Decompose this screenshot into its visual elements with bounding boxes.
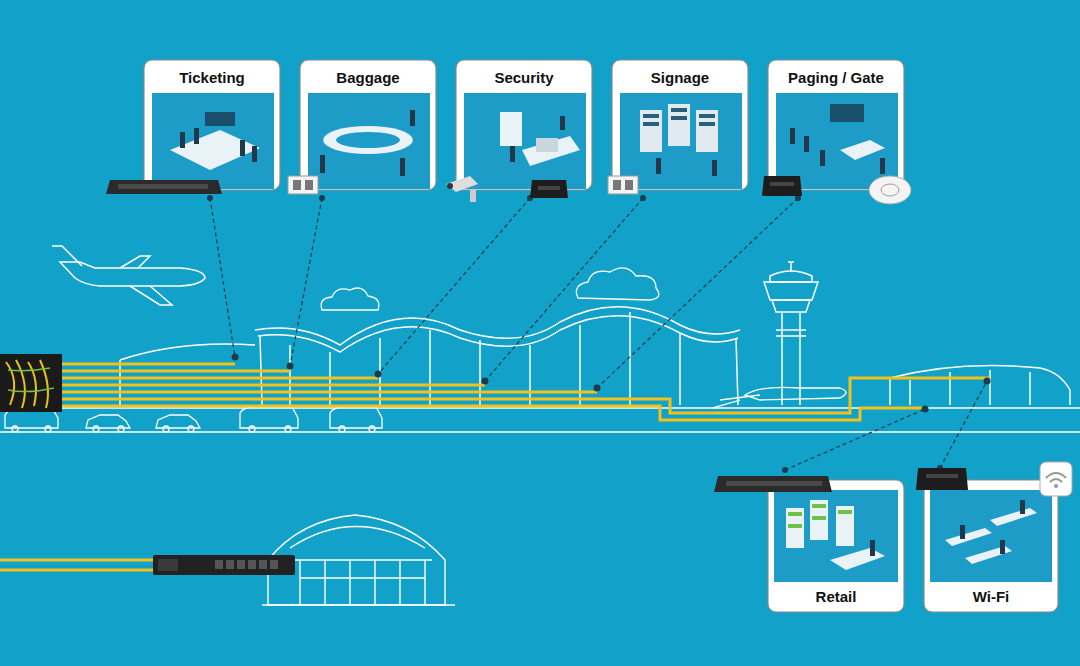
- service-card: Security: [456, 60, 592, 190]
- terminal-outline: [0, 307, 1080, 432]
- clouds: [321, 268, 659, 310]
- olt-server: [153, 555, 295, 575]
- service-card: Retail: [768, 480, 904, 612]
- devices: [106, 176, 1072, 496]
- card-pictures: [152, 93, 1052, 582]
- leader-lines: [210, 198, 987, 470]
- card-heading: Paging / Gate: [784, 69, 888, 87]
- control-tower: [764, 262, 818, 405]
- gate-plane: [712, 387, 846, 408]
- service-card: Paging / Gate: [768, 60, 904, 190]
- service-card: Signage: [612, 60, 748, 190]
- card-heading: Security: [490, 69, 557, 87]
- plane: [52, 246, 205, 305]
- card-heading: Ticketing: [175, 69, 249, 87]
- service-card: Baggage: [300, 60, 436, 190]
- card-heading: Retail: [812, 588, 861, 606]
- card-frames: [144, 60, 1058, 612]
- card-heading: Signage: [647, 69, 713, 87]
- card-heading: Wi-Fi: [969, 588, 1014, 606]
- fiber-runs: [0, 364, 990, 570]
- fiber-rack: [0, 354, 62, 412]
- service-card: Ticketing: [144, 60, 280, 190]
- tap-points: [207, 195, 991, 473]
- card-heading: Baggage: [332, 69, 403, 87]
- service-card: Wi-Fi: [924, 480, 1058, 612]
